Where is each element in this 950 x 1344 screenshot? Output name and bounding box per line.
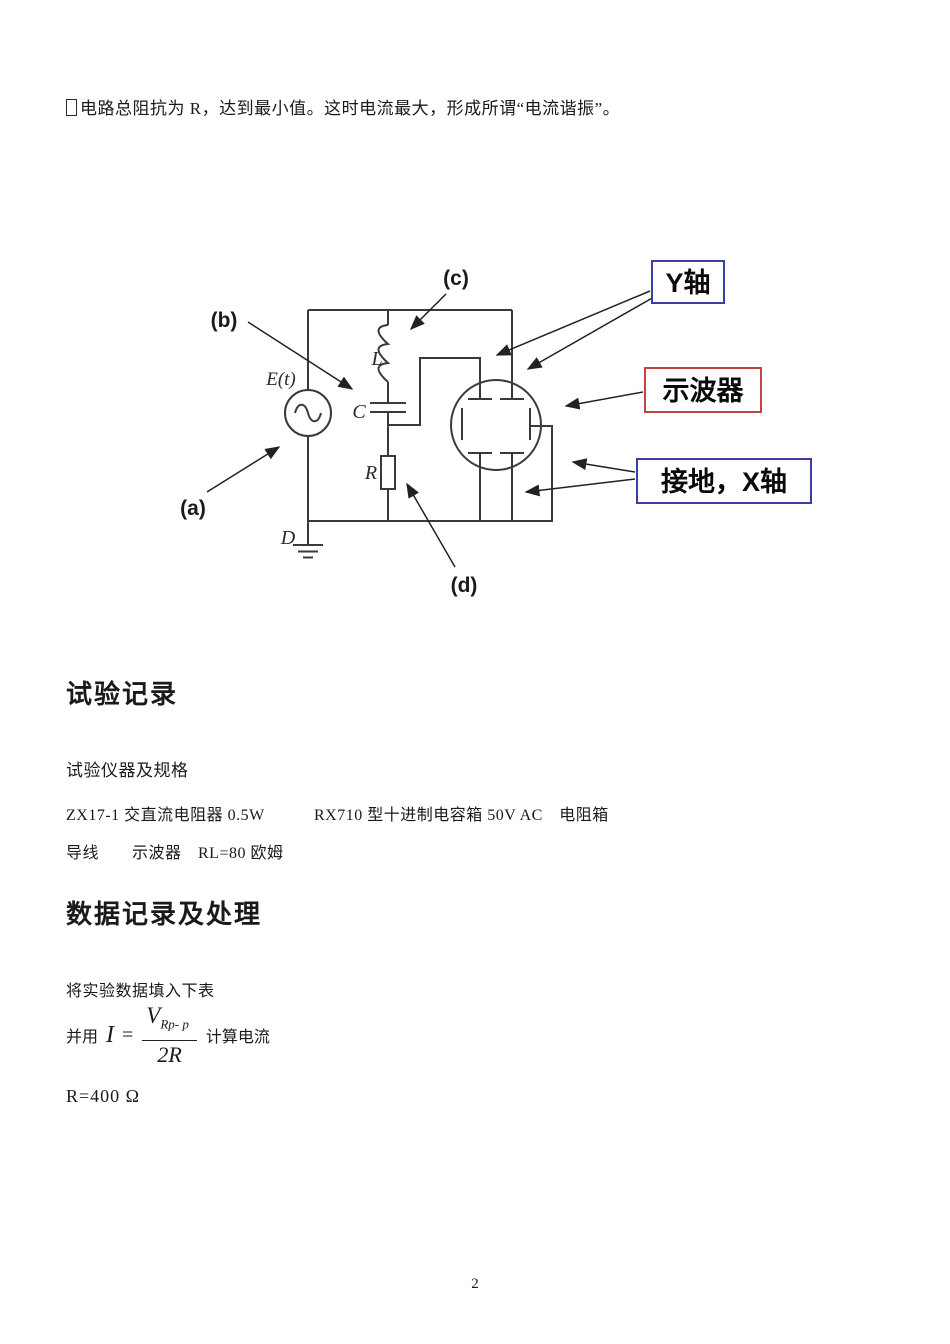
formula-denominator: 2R [157, 1041, 182, 1067]
oscilloscope-symbol [450, 310, 553, 521]
callout-oscilloscope: 示波器 [644, 367, 762, 413]
capacitor-symbol [370, 402, 406, 413]
fill-table-note: 将实验数据填入下表 [66, 983, 215, 1000]
formula-suffix: 计算电流 [205, 1029, 270, 1047]
data-section-heading: 数据记录及处理 [66, 899, 263, 929]
callout-ground-x-axis-text: 接地，X轴 [661, 467, 787, 497]
instruments-label: 试验仪器及规格 [66, 761, 189, 780]
formula-equals: = [122, 1023, 134, 1046]
formula-fraction: VRp- p 2R [142, 1003, 197, 1068]
callout-y-axis-text: Y轴 [665, 268, 710, 298]
callout-oscilloscope-text: 示波器 [663, 376, 745, 406]
arrow-d [406, 482, 456, 568]
callout-y-axis: Y轴 [651, 260, 725, 304]
current-formula: 并用 I = VRp- p 2R 计算电流 [66, 1003, 270, 1068]
intro-paragraph: 电路总阻抗为 R，达到最小值。这时电流最大，形成所谓“电流谐振”。 [66, 97, 896, 121]
label-d: (d) [451, 574, 478, 597]
arrow-oscilloscope [564, 391, 644, 410]
arrow-ground-x-2 [524, 478, 636, 497]
numerator-base: V [146, 1003, 161, 1028]
intro-text: 电路总阻抗为 R，达到最小值。这时电流最大，形成所谓“电流谐振”。 [80, 99, 621, 118]
formula-lhs: I [106, 1021, 115, 1048]
circuit-diagram: (b) (c) (a) (d) E(t) L C R D Y轴 示波器 接地，X… [180, 260, 812, 597]
numerator-subscript: Rp- p [160, 1016, 189, 1032]
ground-symbol [293, 521, 323, 559]
y-input-wire [388, 357, 481, 426]
page-number: 2 [471, 1276, 479, 1292]
label-capacitor: C [352, 401, 366, 423]
resistor-symbol [380, 412, 396, 521]
label-b: (b) [211, 309, 238, 332]
arrow-b [247, 321, 354, 390]
label-ground: D [280, 527, 296, 549]
ac-source-symbol [284, 389, 332, 437]
r-value: R=400 Ω [66, 1086, 141, 1106]
instruments-line1: ZX17-1 交直流电阻器 0.5W RX710 型十进制电容箱 50V AC … [66, 807, 609, 824]
arrow-y-axis-1 [495, 290, 651, 356]
record-section-heading: 试验记录 [66, 679, 179, 709]
callout-ground-x-axis: 接地，X轴 [636, 458, 812, 504]
arrow-c [409, 293, 447, 331]
label-source: E(t) [265, 369, 296, 390]
arrow-a [206, 446, 281, 493]
label-a: (a) [180, 497, 206, 520]
arrow-y-axis-2 [526, 296, 655, 370]
missing-glyph-box [66, 99, 77, 116]
arrow-ground-x-1 [571, 458, 636, 473]
label-c: (c) [443, 267, 469, 290]
circuit-wires [307, 309, 553, 522]
formula-prefix: 并用 [66, 1029, 99, 1047]
instruments-line2: 导线 示波器 RL=80 欧姆 [66, 845, 284, 862]
annotation-arrows [206, 290, 655, 568]
inductor-symbol [377, 310, 391, 403]
formula-numerator: VRp- p [142, 1003, 197, 1041]
label-inductor: L [370, 348, 382, 370]
label-resistor: R [364, 462, 377, 484]
